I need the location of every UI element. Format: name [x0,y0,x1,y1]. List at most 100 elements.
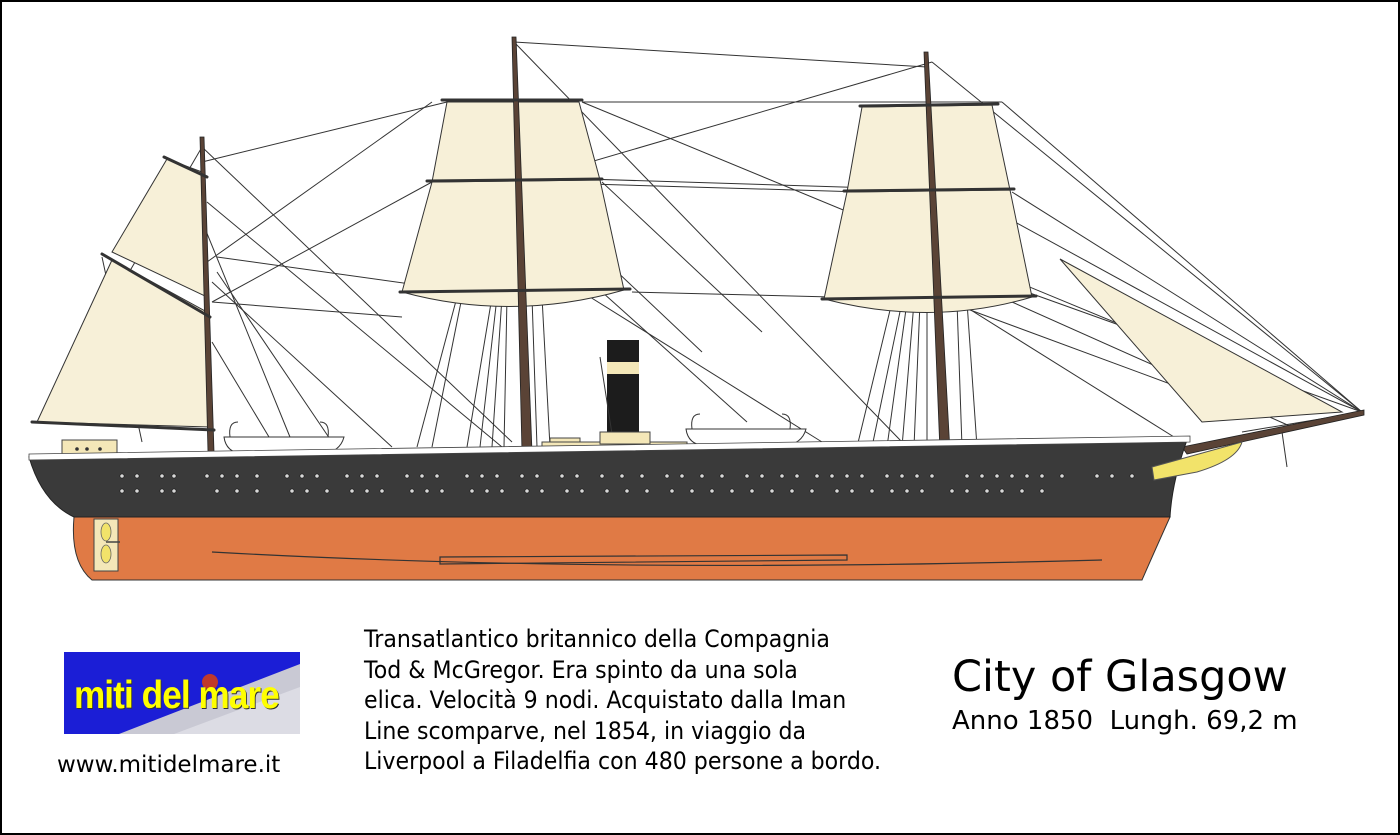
porthole [889,488,895,494]
porthole [299,473,305,479]
porthole [171,473,177,479]
yards [30,98,1038,432]
rigging [41,41,1363,468]
porthole [134,473,140,479]
porthole [364,488,370,494]
description-line: Transatlantico britannico della Compagni… [364,625,830,653]
porthole [559,473,565,479]
porthole [534,473,540,479]
mizzen-sails [36,158,211,428]
porthole [214,488,220,494]
logo-graphic [119,664,300,734]
porthole [439,488,445,494]
porthole [119,473,125,479]
porthole [664,473,670,479]
porthole [869,488,875,494]
porthole [574,473,580,479]
ship-specs: Anno 1850 Lungh. 69,2 m [952,706,1298,736]
porthole [624,488,630,494]
porthole [464,473,470,479]
porthole [159,488,165,494]
porthole [1024,473,1030,479]
porthole [374,473,380,479]
bowsprit [1181,409,1365,455]
porthole [564,488,570,494]
porthole [759,473,765,479]
porthole [234,473,240,479]
porthole [929,473,935,479]
hull-lower [72,516,1171,581]
porthole [284,473,290,479]
porthole [744,473,750,479]
porthole [304,488,310,494]
ship-description: Transatlantico britannico della Compagni… [364,624,902,777]
website-link[interactable]: www.mitidelmare.it [57,752,281,778]
porthole [499,488,505,494]
porthole [404,473,410,479]
porthole [964,473,970,479]
porthole [749,488,755,494]
porthole [834,488,840,494]
description-line: Line scomparve, nel 1854, in viaggio da [364,716,807,745]
porthole [419,473,425,479]
funnel [599,340,639,435]
porthole [1039,473,1045,479]
porthole [424,488,430,494]
porthole [979,473,985,479]
porthole [829,473,835,479]
porthole [709,488,715,494]
porthole [409,488,415,494]
porthole [234,488,240,494]
jib-sail [1059,258,1344,423]
porthole [599,473,605,479]
porthole [579,488,585,494]
portholes [119,473,1135,494]
main-mast-sails [401,101,625,307]
porthole [844,473,850,479]
porthole [1109,473,1115,479]
porthole [999,488,1005,494]
porthole [814,473,820,479]
porthole [519,473,525,479]
porthole [994,473,1000,479]
porthole [379,488,385,494]
porthole [134,488,140,494]
porthole [729,488,735,494]
porthole [639,473,645,479]
porthole [789,488,795,494]
porthole [1039,488,1045,494]
porthole [434,473,440,479]
porthole [884,473,890,479]
porthole [1009,473,1015,479]
description-line: Tod & McGregor. Era spinto da una sola [364,655,798,684]
porthole [219,473,225,479]
porthole [469,488,475,494]
porthole [159,473,165,479]
porthole [794,473,800,479]
description-line: Liverpool a Filadelfia con 480 persone a… [364,747,882,775]
porthole [1059,473,1065,479]
porthole [919,488,925,494]
porthole [669,488,675,494]
porthole [914,473,920,479]
porthole [1129,473,1135,479]
logo-text: miti del mare [74,674,280,717]
ship-name: City of Glasgow [952,652,1288,702]
porthole [344,473,350,479]
porthole [524,488,530,494]
propeller [93,518,120,572]
porthole [809,488,815,494]
porthole [984,488,990,494]
porthole [494,473,500,479]
fore-mast-sails [823,104,1033,314]
porthole [849,488,855,494]
logo[interactable]: miti del mare [64,652,300,734]
deck-line [28,435,1191,461]
ship-illustration [28,36,1365,581]
porthole [254,473,260,479]
hull-lines [211,551,1103,567]
description-line: elica. Velocità 9 nodi. Acquistato dalla… [364,686,847,714]
porthole [324,488,330,494]
porthole [484,488,490,494]
